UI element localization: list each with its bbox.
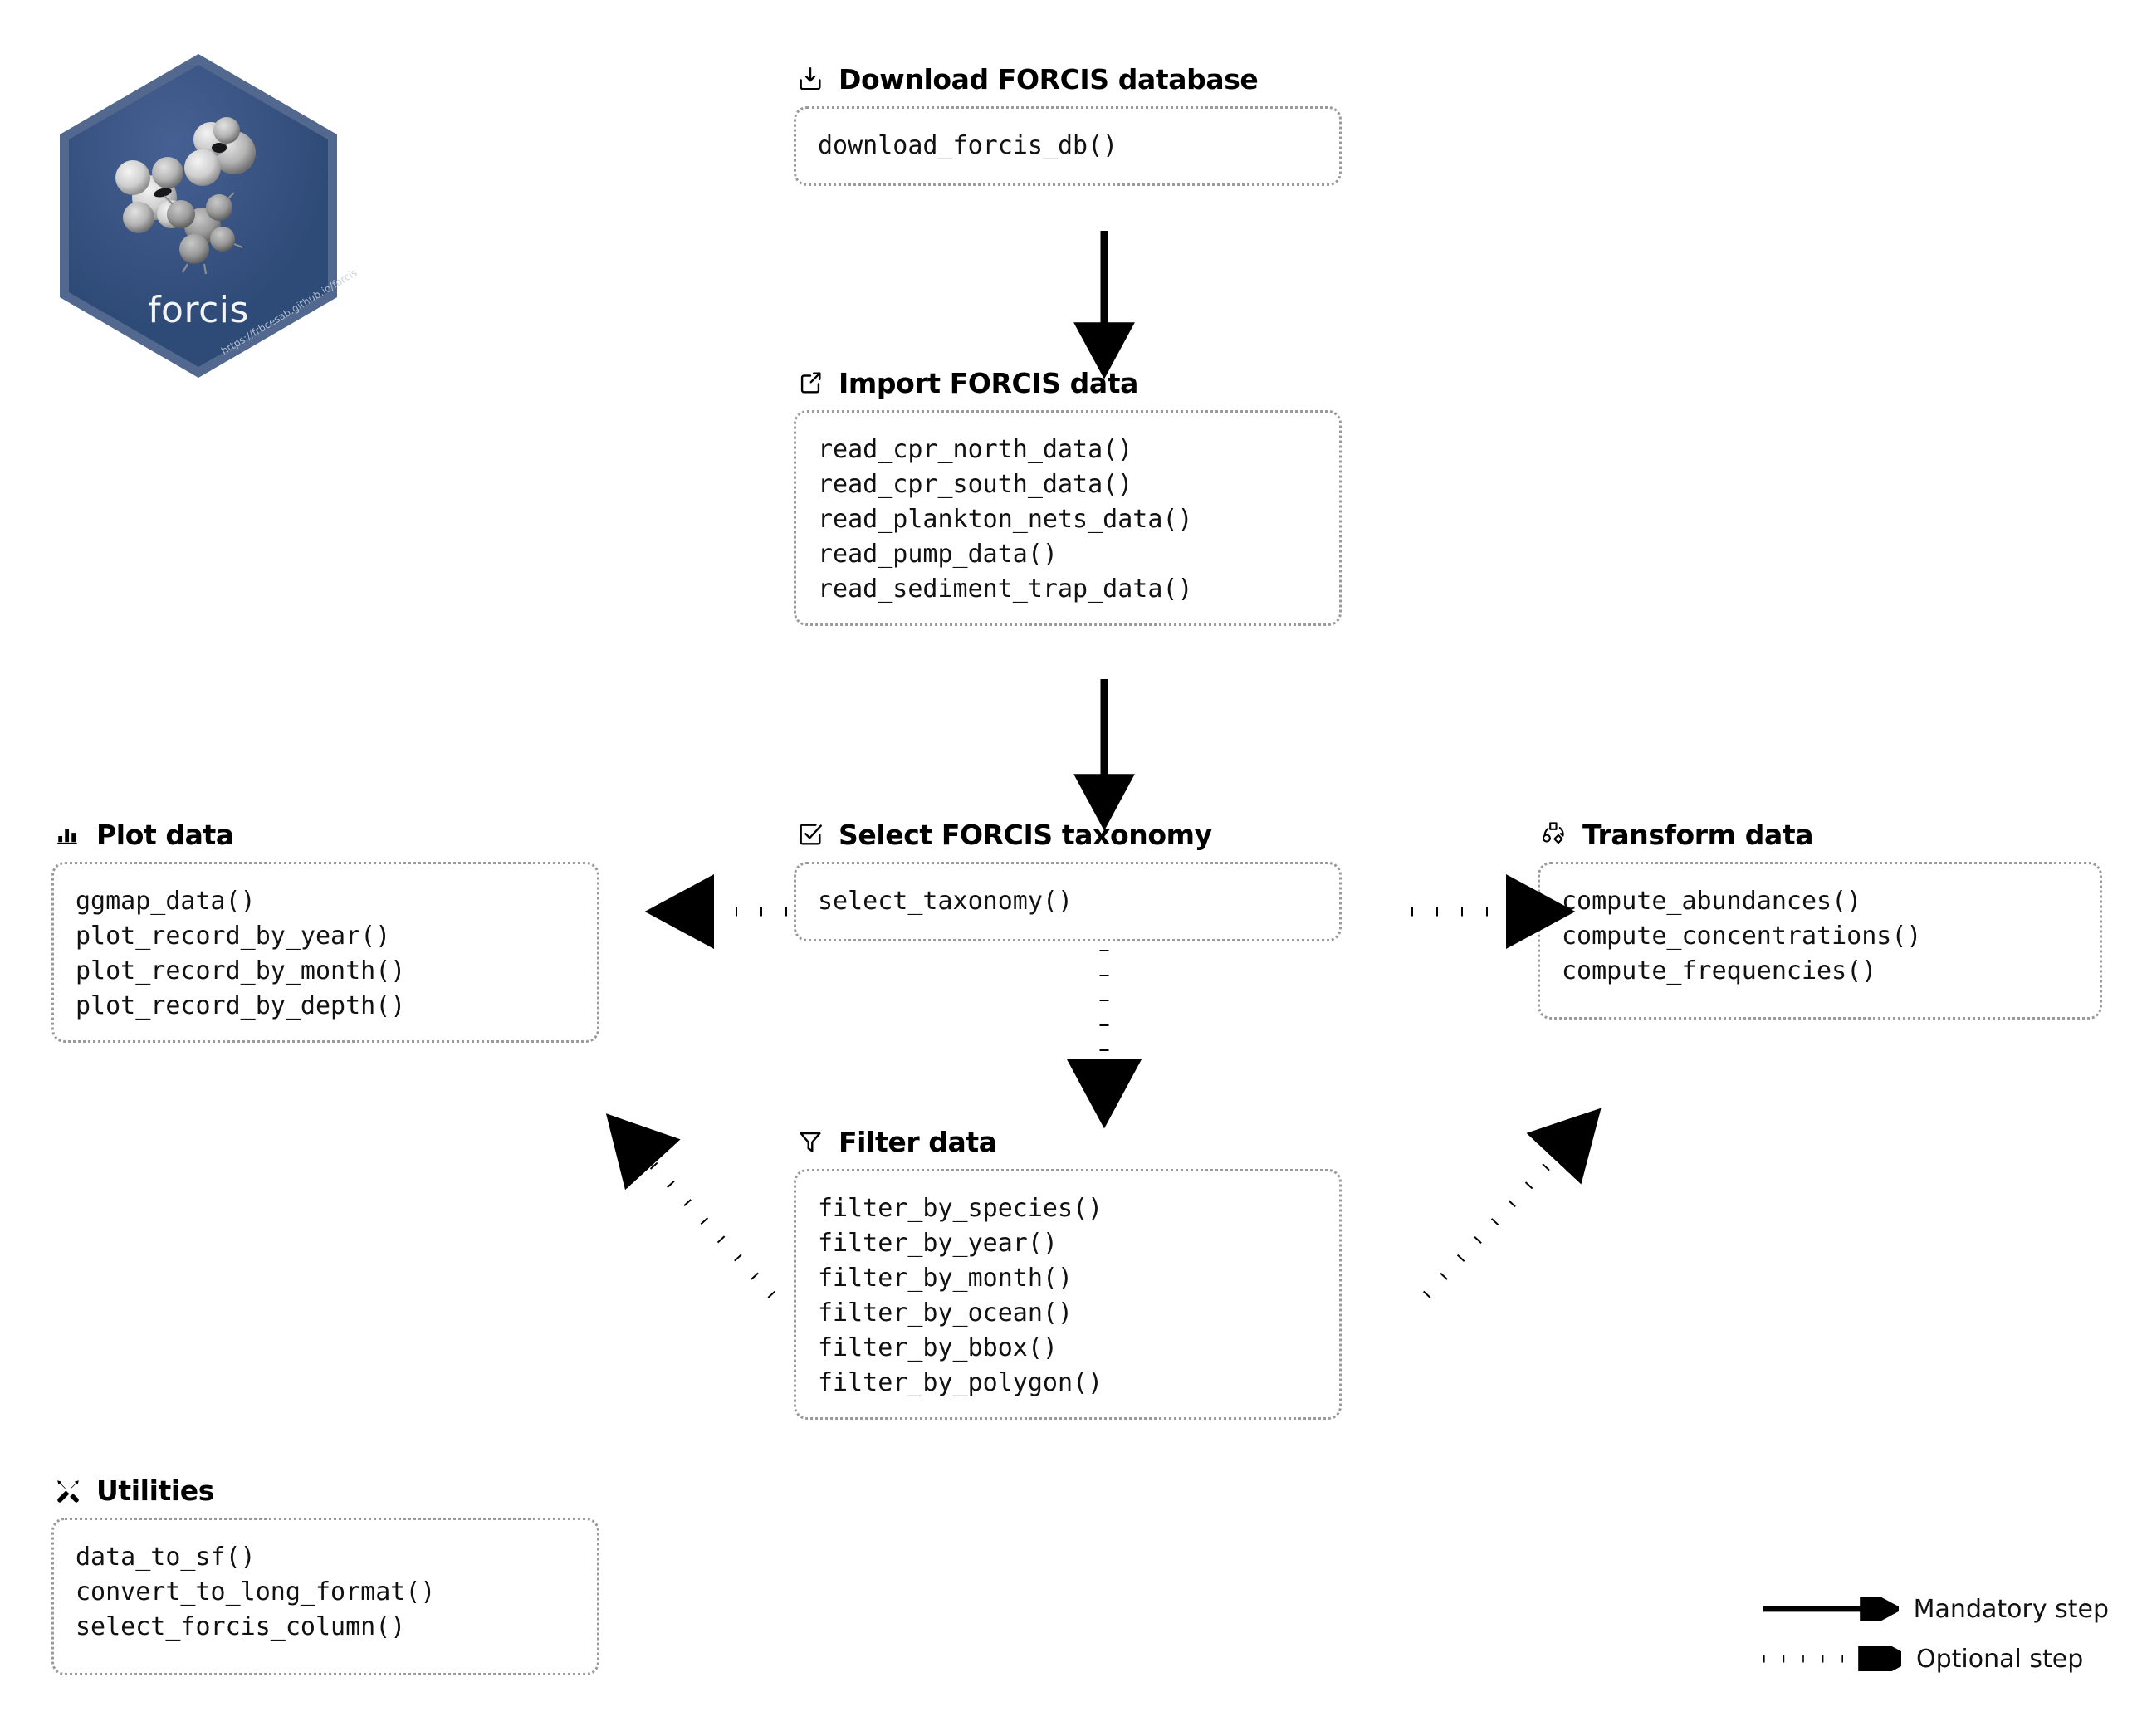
section-download-forcis-database: Download FORCIS database download_forcis… bbox=[794, 60, 1342, 186]
section-header: Utilities bbox=[51, 1471, 599, 1509]
arrow-filter-to-plot bbox=[605, 1113, 776, 1298]
section-header: Plot data bbox=[51, 815, 599, 853]
section-import-forcis-data: Import FORCIS data read_cpr_north_data()… bbox=[794, 364, 1342, 626]
function-list-box: filter_by_species() filter_by_year() fil… bbox=[794, 1169, 1342, 1420]
function-name: ggmap_data() bbox=[76, 887, 256, 916]
logo-name: forcis bbox=[148, 289, 249, 331]
section-title: Import FORCIS data bbox=[839, 366, 1138, 399]
checkbox-checked-icon bbox=[794, 818, 827, 851]
function-name: plot_record_by_month() bbox=[76, 956, 406, 985]
legend: Mandatory step Optional step bbox=[1760, 1584, 2109, 1684]
function-name: select_taxonomy() bbox=[818, 887, 1073, 916]
function-name: plot_record_by_year() bbox=[76, 922, 391, 951]
function-name: plot_record_by_depth() bbox=[76, 991, 406, 1020]
function-name: filter_by_bbox() bbox=[818, 1333, 1058, 1362]
function-name: compute_abundances() bbox=[1562, 887, 1862, 916]
section-title: Download FORCIS database bbox=[839, 62, 1259, 95]
function-name: read_pump_data() bbox=[818, 540, 1058, 569]
function-list-box: compute_abundances() compute_concentrati… bbox=[1538, 862, 2102, 1020]
section-header: Import FORCIS data bbox=[794, 364, 1342, 402]
hex-logo-shape bbox=[60, 54, 337, 378]
section-title: Transform data bbox=[1582, 818, 1814, 851]
section-title: Select FORCIS taxonomy bbox=[839, 818, 1212, 851]
section-filter-data: Filter data filter_by_species() filter_b… bbox=[794, 1122, 1342, 1420]
transform-icon bbox=[1538, 818, 1571, 851]
legend-row-optional: Optional step bbox=[1760, 1634, 2109, 1684]
function-name: filter_by_species() bbox=[818, 1194, 1103, 1223]
section-title: Utilities bbox=[96, 1474, 215, 1507]
section-title: Plot data bbox=[96, 818, 234, 851]
function-name: convert_to_long_format() bbox=[76, 1577, 436, 1606]
function-name: compute_frequencies() bbox=[1562, 956, 1877, 985]
section-title: Filter data bbox=[839, 1125, 997, 1158]
function-list-box: read_cpr_north_data() read_cpr_south_dat… bbox=[794, 410, 1342, 626]
section-header: Filter data bbox=[794, 1122, 1342, 1161]
legend-row-mandatory: Mandatory step bbox=[1760, 1584, 2109, 1634]
foraminifera-specimen-2 bbox=[115, 157, 185, 233]
section-transform-data: Transform data compute_abundances() comp… bbox=[1538, 815, 2102, 1020]
section-plot-data: Plot data ggmap_data() plot_record_by_ye… bbox=[51, 815, 599, 1043]
legend-label-optional: Optional step bbox=[1916, 1644, 2084, 1674]
function-name: download_forcis_db() bbox=[818, 131, 1118, 160]
function-list-box: select_taxonomy() bbox=[794, 862, 1342, 941]
function-name: read_cpr_south_data() bbox=[818, 470, 1133, 499]
foraminifera-specimen-3 bbox=[164, 192, 243, 275]
function-name: select_forcis_column() bbox=[76, 1612, 406, 1641]
function-name: read_sediment_trap_data() bbox=[818, 575, 1193, 604]
tools-icon bbox=[51, 1474, 85, 1507]
function-name: filter_by_month() bbox=[818, 1264, 1073, 1293]
function-list-box: data_to_sf() convert_to_long_format() se… bbox=[51, 1518, 599, 1675]
function-name: data_to_sf() bbox=[76, 1543, 256, 1572]
foraminifera-specimen-1 bbox=[184, 117, 256, 186]
arrow-filter-to-transform bbox=[1422, 1108, 1602, 1298]
solid-arrow-sample bbox=[1763, 1597, 1899, 1621]
function-list-box: ggmap_data() plot_record_by_year() plot_… bbox=[51, 862, 599, 1043]
function-list-box: download_forcis_db() bbox=[794, 106, 1342, 186]
section-header: Transform data bbox=[1538, 815, 2102, 853]
function-name: read_cpr_north_data() bbox=[818, 435, 1133, 464]
function-name: read_plankton_nets_data() bbox=[818, 505, 1193, 534]
download-icon bbox=[794, 62, 827, 95]
function-name: compute_concentrations() bbox=[1562, 922, 1922, 951]
dotted-arrow-sample bbox=[1763, 1646, 1901, 1671]
import-export-icon bbox=[794, 366, 827, 399]
funnel-icon bbox=[794, 1125, 827, 1158]
function-name: filter_by_polygon() bbox=[818, 1368, 1103, 1397]
function-name: filter_by_year() bbox=[818, 1229, 1058, 1258]
section-select-forcis-taxonomy: Select FORCIS taxonomy select_taxonomy() bbox=[794, 815, 1342, 941]
section-header: Select FORCIS taxonomy bbox=[794, 815, 1342, 853]
section-header: Download FORCIS database bbox=[794, 60, 1342, 98]
forcis-hex-logo: forcis https://frbcesab.github.io/forcis bbox=[56, 51, 359, 380]
section-utilities: Utilities data_to_sf() convert_to_long_f… bbox=[51, 1471, 599, 1675]
function-name: filter_by_ocean() bbox=[818, 1298, 1073, 1328]
legend-label-mandatory: Mandatory step bbox=[1913, 1594, 2109, 1624]
bar-chart-icon bbox=[51, 818, 85, 851]
